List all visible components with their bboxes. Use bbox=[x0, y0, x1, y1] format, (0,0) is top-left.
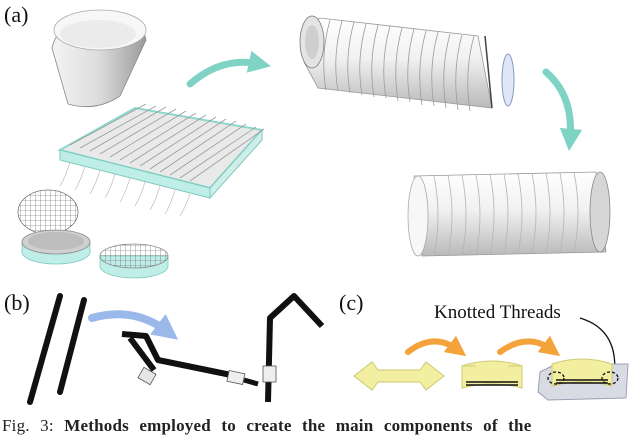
caption-prefix: Fig. 3: bbox=[2, 416, 54, 435]
mesh-sheet bbox=[17, 189, 79, 235]
blue-arrow-right bbox=[88, 310, 179, 340]
bracket-on-base bbox=[537, 358, 629, 401]
figure-caption: Fig. 3: Methods employed to create the m… bbox=[2, 416, 640, 436]
caption-bold-text: Methods employed to create the main comp… bbox=[64, 416, 532, 435]
straight-rods bbox=[27, 293, 87, 405]
panel-label-b: (b) bbox=[4, 290, 30, 315]
ribbed-cylinder bbox=[299, 15, 515, 112]
orange-arrow-2 bbox=[497, 335, 561, 357]
hooked-rod bbox=[262, 293, 325, 403]
panel-label-a: (a) bbox=[4, 2, 28, 27]
flat-bracket bbox=[353, 361, 445, 391]
teal-arrow-down bbox=[542, 68, 583, 152]
teal-arrow-right bbox=[186, 50, 271, 88]
disc-mesh bbox=[99, 243, 169, 279]
finished-cylinder bbox=[407, 171, 611, 257]
knotted-threads-label: Knotted Threads bbox=[434, 302, 561, 323]
bent-rod-assembly bbox=[121, 331, 259, 387]
bent-bracket bbox=[461, 360, 523, 389]
disc-left bbox=[21, 229, 91, 265]
panel-label-c: (c) bbox=[339, 290, 363, 315]
mold-cup bbox=[51, 9, 147, 108]
orange-arrow-1 bbox=[405, 335, 467, 357]
glass-plate-with-threads bbox=[57, 103, 265, 217]
